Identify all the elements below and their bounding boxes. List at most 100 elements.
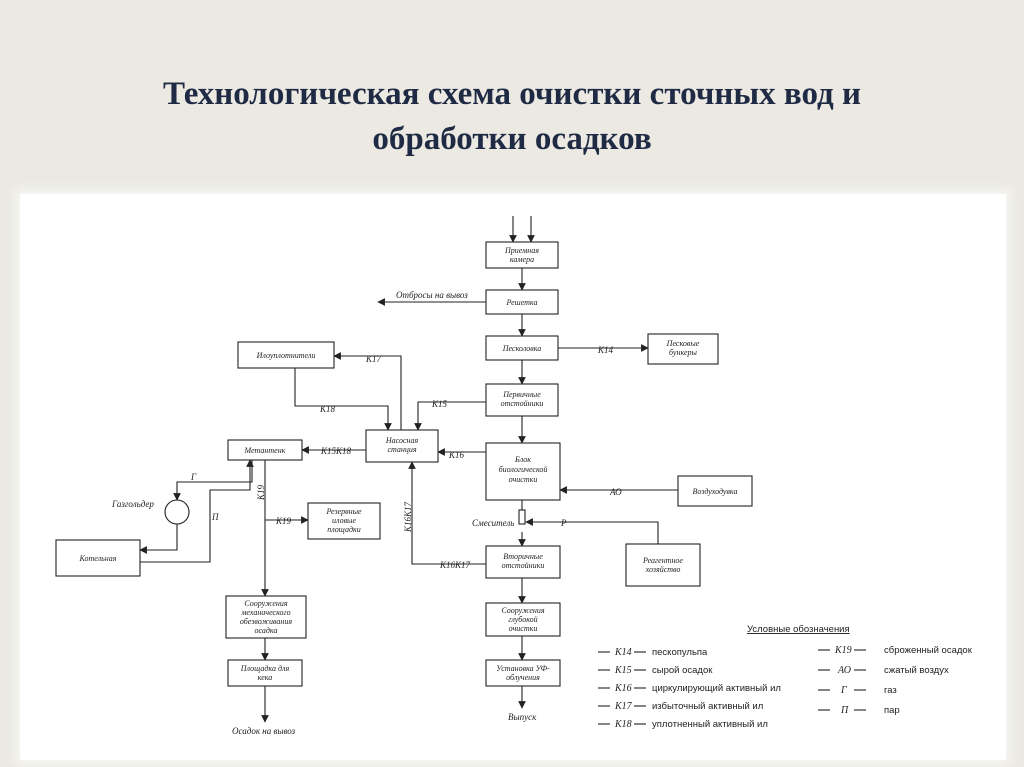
svg-text:Метантенк: Метантенк	[244, 446, 286, 455]
svg-text:Решетка: Решетка	[506, 298, 538, 307]
box-label: обезвоживания	[240, 617, 292, 626]
box-label: Илоуплотнители	[256, 351, 316, 360]
process-box-kotelnaya: Котельная	[55, 539, 141, 577]
process-box-ustanovka-uf: Установка УФ-облучения	[485, 659, 561, 687]
k16k17-vertical-label: К16К17	[403, 502, 413, 533]
discharge-label: Выпуск	[508, 712, 537, 722]
legend-text: газ	[884, 685, 897, 696]
box-label: Сооружения	[244, 599, 287, 608]
gas-arrow	[173, 460, 253, 501]
k14-label: К14	[597, 345, 613, 355]
k16-label: К16	[448, 450, 464, 460]
box-label: камера	[510, 255, 534, 264]
box-label: кека	[258, 673, 273, 682]
k15-arrow	[414, 401, 486, 431]
legend-code: АО	[837, 665, 851, 676]
box-label: отстойники	[502, 561, 545, 570]
box-label: Песковые	[666, 339, 700, 348]
box-label: Воздуходувка	[693, 487, 738, 496]
k18-label: К18	[319, 404, 335, 414]
gas-to-boiler	[139, 524, 178, 554]
legend-item: К18 уплотненный активный ил	[598, 719, 768, 730]
legend-code: К17	[614, 701, 633, 712]
k15-label: К15	[431, 399, 447, 409]
legend-item: АО сжатый воздух	[818, 665, 949, 676]
legend-item: К14 пескопульпа	[598, 647, 708, 658]
box-label: Приемная	[504, 246, 539, 255]
flow-lines	[139, 216, 678, 723]
box-label: станция	[387, 445, 416, 454]
process-box-ilouplotniteli: Илоуплотнители	[237, 341, 335, 369]
k16k17-arrow	[408, 461, 486, 565]
box-label: площадки	[327, 525, 361, 534]
mixer-label: Смеситель	[472, 518, 514, 528]
gas-label: Г	[190, 472, 197, 482]
svg-text:Илоуплотнители: Илоуплотнители	[256, 351, 316, 360]
legend-text: циркулирующий активный ил	[652, 683, 781, 694]
slide-title: Технологическая схема очистки сточных во…	[0, 72, 1024, 162]
legend-item: К19 сброженный осадок	[818, 645, 973, 656]
process-box-metantenk: Метантенк	[227, 439, 303, 461]
box-label: Сооружения	[501, 606, 544, 615]
steam-arrow	[140, 459, 254, 563]
mixer-symbol	[518, 509, 526, 525]
legend-code: К14	[614, 647, 632, 658]
box-label: осадка	[255, 626, 278, 635]
screenings-label: Отбросы на вывоз	[396, 290, 468, 300]
box-label: Блок	[514, 455, 531, 464]
box-label: Решетка	[506, 298, 538, 307]
box-label: Реагентное	[642, 556, 683, 565]
title-line-1: Технологическая схема очистки сточных во…	[162, 76, 861, 112]
box-label: отстойники	[501, 399, 544, 408]
box-label: очистки	[509, 475, 538, 484]
svg-text:Установка УФ-облучения: Установка УФ-облучения	[496, 664, 550, 682]
legend-item: К16 циркулирующий активный ил	[598, 683, 781, 694]
reagent-arrow	[525, 518, 659, 544]
svg-text:Котельная: Котельная	[79, 554, 117, 563]
box-label: Установка УФ-	[496, 664, 550, 673]
box-label: иловые	[332, 516, 356, 525]
legend-item: П пар	[818, 705, 900, 716]
box-label: Котельная	[79, 554, 117, 563]
box-label: облучения	[506, 673, 540, 682]
flow-labels: Отбросы на вывоз К14 К17 К15 К18 К15К18 …	[111, 290, 622, 736]
box-label: Насосная	[385, 436, 419, 445]
legend: Условные обозначения К14 пескопульпа К15…	[598, 624, 973, 730]
legend-code: К15	[614, 665, 632, 676]
ao-label: АО	[609, 487, 622, 497]
legend-text: сжатый воздух	[884, 665, 949, 676]
legend-code: К18	[614, 719, 632, 730]
legend-text: пескопульпа	[652, 647, 708, 658]
box-label: Площадка для	[240, 664, 290, 673]
legend-item: К15 сырой осадок	[598, 665, 713, 676]
k19-vertical-label: К19	[256, 485, 266, 501]
legend-code: К19	[834, 645, 852, 656]
legend-item: Г газ	[818, 685, 897, 696]
box-label: глубокой	[508, 615, 537, 624]
k15k18-label: К15К18	[320, 446, 351, 456]
reagent-label: Р	[560, 518, 567, 528]
k18-arrow	[294, 368, 392, 431]
box-label: Метантенк	[244, 446, 286, 455]
legend-code: Г	[840, 685, 847, 696]
box-label: хозяйство	[645, 565, 681, 574]
box-label: Резервные	[325, 507, 362, 516]
k16k17-label: К16К17	[439, 560, 470, 570]
k17-label: К17	[365, 354, 381, 364]
gasholder-symbol	[164, 499, 190, 525]
steam-label: П	[211, 512, 219, 522]
